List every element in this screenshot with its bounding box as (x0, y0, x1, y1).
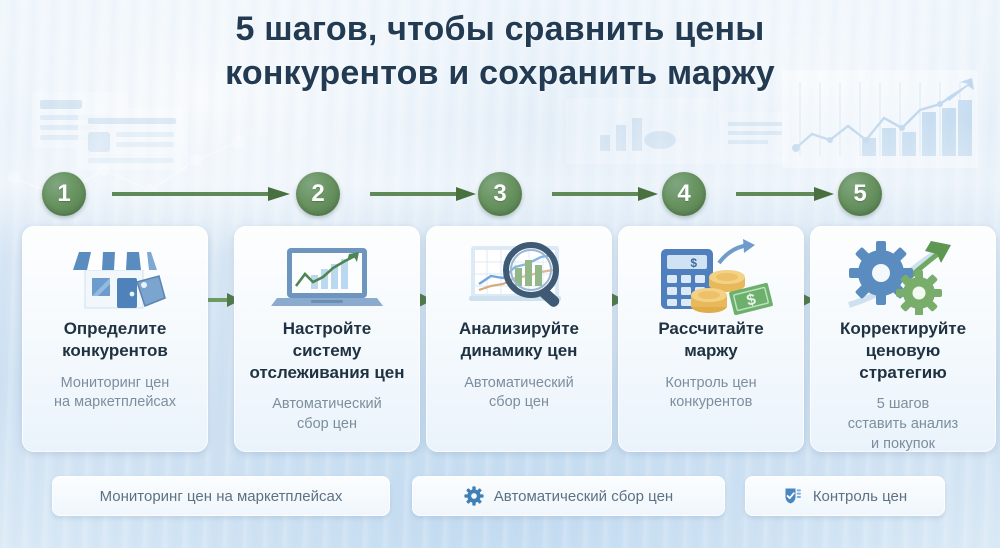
coin-stack-top (709, 270, 745, 292)
step-card-3-subtext: Автоматический сбор цен (426, 374, 612, 413)
svg-text:$: $ (690, 256, 697, 270)
footer-pill-auto-collect-label: Автоматический сбор цен (493, 487, 674, 505)
step-card-3-heading: Анализируйте динамику цен (426, 318, 612, 362)
step-card-4-subtext: Контроль цен конкурентов (618, 374, 804, 413)
step-card-2-heading-line-2: систему (292, 340, 362, 360)
svg-text:$: $ (745, 291, 758, 310)
shield-check-icon (785, 488, 801, 504)
step-card-2-heading-line-1: Настройте (282, 319, 372, 338)
step-card-4-sub-line-1: Контроль цен (665, 374, 757, 391)
step-card-2-heading-line-3: отслеживания цен (249, 362, 405, 382)
step-card-5[interactable]: Корректируйте ценовую стратегию 5 шагов … (810, 226, 996, 452)
gears-arrow-icon (810, 226, 996, 316)
step-card-1-sub-line-1: Мониторинг цен (60, 374, 170, 391)
step-number-5: 5 (853, 180, 867, 207)
footer-pill-price-control-label: Контроль цен (812, 487, 908, 505)
gear-icon (464, 486, 484, 506)
step-circle-2[interactable]: 2 (296, 172, 340, 216)
step-card-2-subtext: Автоматический сбор цен (234, 395, 420, 434)
step-card-4-heading-line-2: маржу (684, 340, 738, 360)
step-card-5-subtext: 5 шагов сставить анализ и покупок (810, 395, 996, 454)
step-card-1-heading: Определите конкурентов (22, 318, 208, 362)
step-card-4[interactable]: $ (618, 226, 804, 452)
step-arrow-2-3 (370, 187, 476, 201)
step-circle-5[interactable]: 5 (838, 172, 882, 216)
background-monitor-center (566, 98, 790, 164)
title-line-1: 5 шагов, чтобы сравнить цены (235, 10, 765, 48)
step-card-3[interactable]: Анализируйте динамику цен Автоматический… (426, 226, 612, 452)
banknote-icon: $ (729, 282, 773, 315)
step-card-3-heading-line-1: Анализируйте (459, 319, 579, 338)
step-card-2-heading: Настройте систему отслеживания цен (234, 318, 420, 383)
step-card-5-sub-line-1: 5 шагов (876, 396, 930, 413)
step-arrow-3-4 (552, 187, 658, 201)
footer-pill-auto-collect[interactable]: Автоматический сбор цен (412, 476, 725, 516)
step-arrow-4-5 (736, 187, 834, 201)
page-title: 5 шагов, чтобы сравнить цены конкурентов… (0, 8, 1000, 95)
step-card-1-heading-line-1: Определите (63, 319, 167, 338)
step-card-5-sub-line-2: сставить анализ (847, 415, 959, 432)
footer-pill-row: Мониторинг цен на маркетплейсах Автомати… (0, 476, 1000, 518)
step-card-1-sub-line-2: на маркетплейсах (54, 394, 176, 411)
step-card-1-subtext: Мониторинг цен на маркетплейсах (22, 374, 208, 413)
step-card-3-sub-line-2: сбор цен (489, 394, 549, 411)
magnifier-lens (503, 242, 560, 307)
footer-pill-monitoring[interactable]: Мониторинг цен на маркетплейсах (52, 476, 390, 516)
step-card-2[interactable]: Настройте систему отслеживания цен Автом… (234, 226, 420, 452)
background-chart-panel-right (782, 70, 978, 168)
step-card-5-heading-line-2: ценовую стратегию (859, 340, 947, 382)
step-number-1: 1 (57, 180, 71, 207)
price-tag-icon (136, 275, 166, 307)
step-number-4: 4 (677, 180, 691, 207)
step-card-5-heading: Корректируйте ценовую стратегию (810, 318, 996, 383)
step-card-2-sub-line-1: Автоматический (272, 396, 382, 413)
step-card-5-heading-line-1: Корректируйте (839, 319, 967, 338)
step-number-3: 3 (493, 180, 507, 207)
step-circle-4[interactable]: 4 (662, 172, 706, 216)
step-arrow-1-2 (112, 187, 290, 201)
gear-green (896, 270, 942, 315)
step-circle-3[interactable]: 3 (478, 172, 522, 216)
step-number-2: 2 (311, 180, 325, 207)
step-card-4-heading: Рассчитайте маржу (618, 318, 804, 362)
storefront-icon (22, 226, 208, 316)
footer-pill-monitoring-label: Мониторинг цен на маркетплейсах (99, 487, 343, 505)
magnifier-chart-icon (426, 226, 612, 316)
background-ui-mockups-left (32, 92, 188, 170)
laptop-chart-icon (234, 226, 420, 316)
step-card-3-sub-line-1: Автоматический (464, 374, 574, 391)
footer-pill-price-control[interactable]: Контроль цен (745, 476, 945, 516)
calculator-money-icon: $ (618, 226, 804, 316)
step-card-1-heading-line-2: конкурентов (62, 340, 168, 360)
step-cards-row: Определите конкурентов Мониторинг цен на… (0, 226, 1000, 458)
gear-blue (849, 241, 913, 305)
step-card-3-heading-line-2: динамику цен (460, 340, 578, 360)
step-card-5-sub-line-3: и покупок (870, 435, 936, 452)
coin-stack-bottom (691, 288, 727, 313)
step-number-row: 1 2 3 4 5 (0, 172, 1000, 220)
step-card-4-sub-line-2: конкурентов (669, 394, 753, 411)
step-card-1[interactable]: Определите конкурентов Мониторинг цен на… (22, 226, 208, 452)
step-card-2-sub-line-2: сбор цен (297, 415, 357, 432)
step-card-4-heading-line-1: Рассчитайте (658, 319, 764, 338)
step-circle-1[interactable]: 1 (42, 172, 86, 216)
title-line-2: конкурентов и сохранить маржу (225, 53, 775, 92)
